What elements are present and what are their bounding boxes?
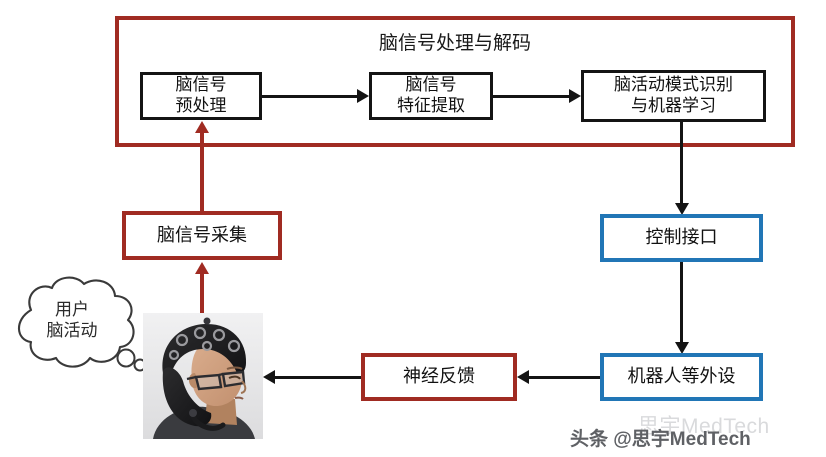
arrowhead-feature-to-pattern xyxy=(569,89,581,103)
node-preprocess-label: 脑信号 预处理 xyxy=(175,75,227,115)
node-feature-extraction[interactable]: 脑信号 特征提取 xyxy=(369,72,493,120)
arrowhead-pattern-to-control xyxy=(675,203,689,215)
node-neurofeedback-label: 神经反馈 xyxy=(403,366,475,387)
connector-neurofeedback-to-user xyxy=(275,376,361,379)
arrowhead-control-to-robot xyxy=(675,342,689,354)
connector-robot-to-neurofeedback xyxy=(529,376,600,379)
connector-control-to-robot xyxy=(680,262,683,345)
arrowhead-acquisition-to-preprocess xyxy=(195,121,209,133)
node-preprocess[interactable]: 脑信号 预处理 xyxy=(140,72,262,120)
arrowhead-robot-to-neurofeedback xyxy=(517,370,529,384)
watermark-ghost-text: 思宇MedTech xyxy=(638,415,770,438)
arrowhead-neurofeedback-to-user xyxy=(263,370,275,384)
thought-bubble-label: 用户 脑活动 xyxy=(46,300,98,341)
arrowhead-user-to-acquisition xyxy=(195,262,209,274)
connector-user-to-acquisition xyxy=(200,270,204,315)
node-pattern-recognition[interactable]: 脑活动模式识别 与机器学习 xyxy=(581,70,766,122)
connector-preprocess-to-feature xyxy=(262,95,357,98)
watermark: 头条 @思宇MedTech xyxy=(570,424,751,451)
node-signal-acquisition-label: 脑信号采集 xyxy=(157,224,247,245)
arrowhead-preprocess-to-feature xyxy=(357,89,369,103)
node-feature-extraction-label: 脑信号 特征提取 xyxy=(397,75,465,115)
connector-pattern-to-control xyxy=(680,122,683,207)
connector-feature-to-pattern xyxy=(493,95,569,98)
node-neurofeedback[interactable]: 神经反馈 xyxy=(361,353,517,401)
node-control-interface-label: 控制接口 xyxy=(645,227,718,248)
connector-acquisition-to-preprocess xyxy=(200,130,204,211)
signal-processing-group xyxy=(115,16,795,147)
node-signal-acquisition[interactable]: 脑信号采集 xyxy=(122,211,282,260)
user-eeg-photo xyxy=(143,313,263,439)
node-control-interface[interactable]: 控制接口 xyxy=(600,214,763,262)
watermark-text: 头条 @思宇MedTech xyxy=(570,429,751,450)
group-title: 脑信号处理与解码 xyxy=(378,33,531,54)
node-robot-peripheral[interactable]: 机器人等外设 xyxy=(600,353,763,401)
node-pattern-recognition-label: 脑活动模式识别 与机器学习 xyxy=(614,75,733,115)
node-robot-peripheral-label: 机器人等外设 xyxy=(627,366,736,387)
